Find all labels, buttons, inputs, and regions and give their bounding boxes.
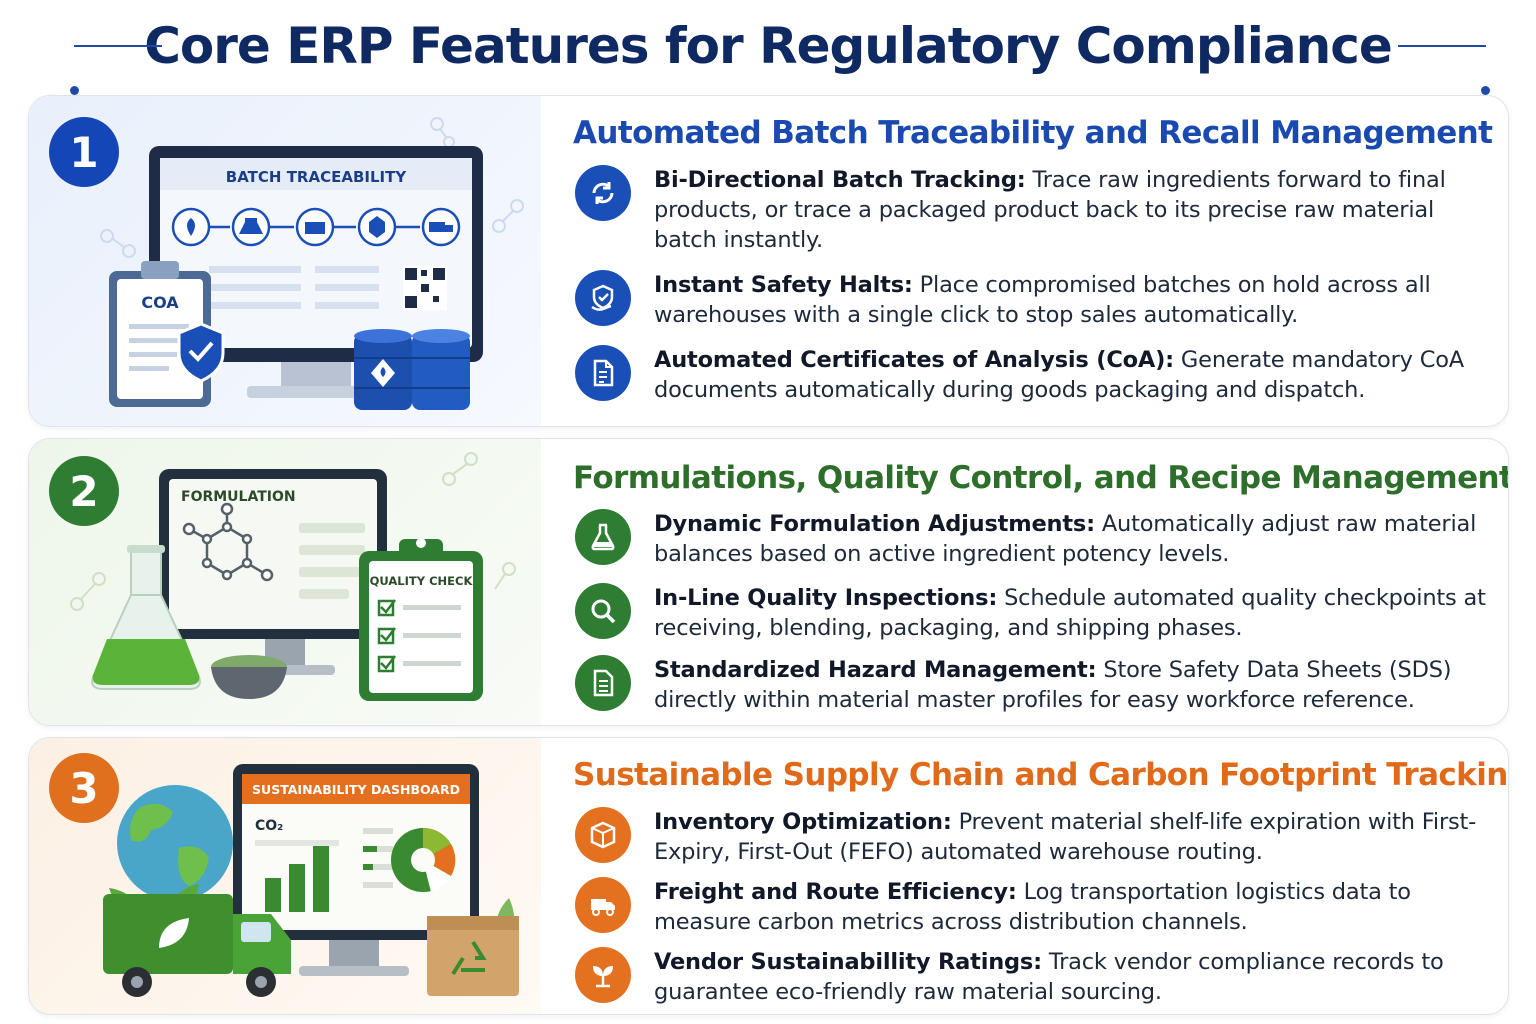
sheet-icon xyxy=(575,655,631,711)
section-title: Automated Batch Traceability and Recall … xyxy=(573,115,1493,151)
formulation-illustration: 2 xyxy=(29,439,541,725)
feature-description: Schedule automated quality checkpoints a… xyxy=(654,585,1486,641)
formulation-screen-label: FORMULATION xyxy=(181,489,296,505)
feature-name: Vendor Sustainabillity Ratings: xyxy=(654,949,1042,975)
recycle-box-icon xyxy=(427,916,519,996)
section-formulations-quality: 2 xyxy=(28,438,1509,726)
feature-dynamic-formulation: Dynamic Formulation Adjustments: Automat… xyxy=(573,509,1493,569)
shield-hand-icon xyxy=(575,270,631,326)
feature-name: Instant Safety Halts: xyxy=(654,272,913,298)
refresh-icon xyxy=(575,165,631,221)
co2-label: CO₂ xyxy=(255,818,284,834)
feature-description: Log transportation logistics data to mea… xyxy=(654,879,1411,935)
flask-icon xyxy=(91,545,201,690)
section-sustainable-supply-chain: 3 xyxy=(28,737,1509,1015)
title-decoration-left xyxy=(70,45,162,95)
feature-description: Trace raw ingredients forward to final p… xyxy=(654,167,1446,253)
feature-name: Dynamic Formulation Adjustments: xyxy=(654,511,1095,537)
feature-name: Bi-Directional Batch Tracking: xyxy=(654,167,1026,193)
feature-name: Standardized Hazard Management: xyxy=(654,657,1097,683)
sprout-icon xyxy=(575,947,631,1003)
section-title: Sustainable Supply Chain and Carbon Foot… xyxy=(573,757,1509,793)
feature-bi-directional-tracking: Bi-Directional Batch Tracking: Trace raw… xyxy=(573,165,1493,255)
clipboard-icon xyxy=(359,538,483,701)
feature-freight-route: Freight and Route Efficiency: Log transp… xyxy=(573,877,1493,937)
sustainability-dashboard-label: SUSTAINABILITY DASHBOARD xyxy=(252,782,460,797)
section-batch-traceability: 1 xyxy=(28,95,1509,427)
feature-vendor-ratings: Vendor Sustainabillity Ratings: Track ve… xyxy=(573,947,1493,1007)
monitor-icon xyxy=(159,469,387,675)
batch-traceability-illustration: 1 xyxy=(29,96,541,426)
batch-traceability-screen-label: BATCH TRACEABILITY xyxy=(225,168,407,186)
magnifier-icon xyxy=(575,583,631,639)
feature-name: Automated Certificates of Analysis (CoA)… xyxy=(654,347,1174,373)
feature-description: Prevent material shelf-life expiration w… xyxy=(654,809,1477,865)
truck-icon xyxy=(103,894,291,997)
feature-automated-coa: Automated Certificates of Analysis (CoA)… xyxy=(573,345,1493,405)
coa-clipboard-label: COA xyxy=(141,293,179,312)
section-title: Formulations, Quality Control, and Recip… xyxy=(573,460,1509,496)
title-bar: Core ERP Features for Regulatory Complia… xyxy=(0,0,1536,95)
monitor-icon xyxy=(233,764,479,976)
sustainability-content: Sustainable Supply Chain and Carbon Foot… xyxy=(573,738,1509,1007)
quality-check-label: QUALITY CHECK xyxy=(369,574,473,588)
feature-description: Track vendor compliance records to guara… xyxy=(654,949,1444,1005)
sustainability-illustration: 3 xyxy=(29,738,541,1014)
box-icon xyxy=(575,807,631,863)
feature-description: Generate mandatory CoA documents automat… xyxy=(654,347,1464,403)
batch-traceability-content: Automated Batch Traceability and Recall … xyxy=(573,96,1493,405)
flask-icon xyxy=(575,509,631,565)
feature-description: Automatically adjust raw material balanc… xyxy=(654,511,1477,567)
feature-description: Place compromised batches on hold across… xyxy=(654,272,1431,328)
section-number-badge: 2 xyxy=(49,456,119,526)
document-icon xyxy=(575,345,631,401)
formulations-content: Formulations, Quality Control, and Recip… xyxy=(573,439,1509,715)
feature-hazard-management: Standardized Hazard Management: Store Sa… xyxy=(573,655,1493,715)
powder-bowl-icon xyxy=(211,655,287,699)
section-number-badge: 3 xyxy=(49,753,119,823)
title-decoration-right xyxy=(1398,45,1490,95)
feature-name: Inventory Optimization: xyxy=(654,809,952,835)
feature-name: Freight and Route Efficiency: xyxy=(654,879,1017,905)
page-title: Core ERP Features for Regulatory Complia… xyxy=(144,17,1393,75)
feature-name: In-Line Quality Inspections: xyxy=(654,585,998,611)
barrels-icon xyxy=(354,329,470,410)
feature-inline-quality: In-Line Quality Inspections: Schedule au… xyxy=(573,583,1493,643)
section-number-badge: 1 xyxy=(49,117,119,187)
feature-description: Store Safety Data Sheets (SDS) directly … xyxy=(654,657,1452,713)
feature-inventory-optimization: Inventory Optimization: Prevent material… xyxy=(573,807,1493,867)
monitor-icon xyxy=(149,146,483,398)
globe-icon xyxy=(117,785,233,901)
truck-icon xyxy=(575,877,631,933)
clipboard-icon xyxy=(109,261,225,407)
feature-instant-safety-halts: Instant Safety Halts: Place compromised … xyxy=(573,270,1493,330)
